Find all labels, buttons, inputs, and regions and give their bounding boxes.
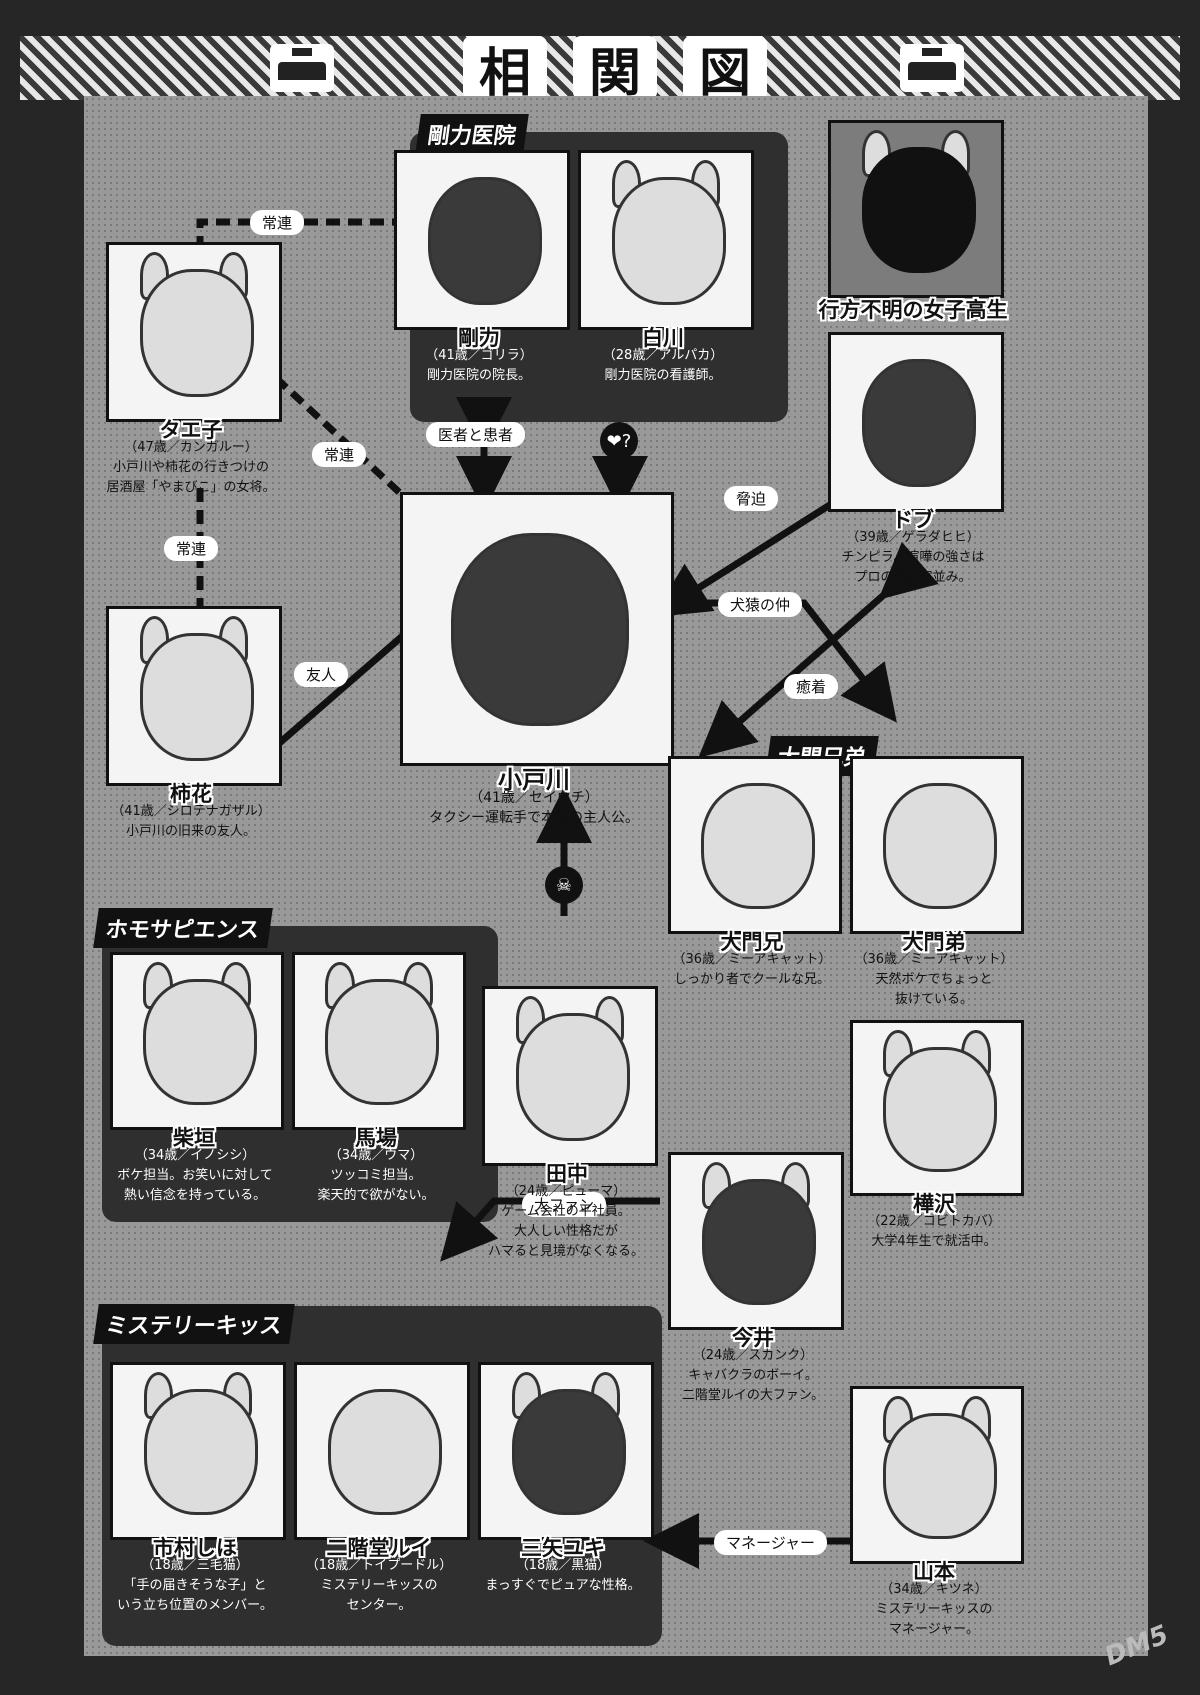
character-info-miya: （18歳／黒猫） まっすぐでピュアな性格。 bbox=[485, 1558, 641, 1593]
group-tag-goriki-clinic: 剛力医院 bbox=[415, 114, 529, 154]
title-char: 図 bbox=[683, 36, 767, 104]
taxi-icon bbox=[270, 44, 334, 92]
relation-yujin: 友人 bbox=[294, 662, 349, 687]
portrait-yamamoto bbox=[850, 1386, 1024, 1564]
line-yuchaku bbox=[698, 541, 939, 758]
character-info-tanaka: （24歳／ピューマ） ゲーム会社の平社員。 大人しい性格だが ハマると見境がなく… bbox=[487, 1184, 644, 1259]
portrait-miya bbox=[478, 1362, 654, 1540]
character-info-shibagaki: （34歳／イノシシ） ボケ担当。お笑いに対して 熱い信念を持っている。 bbox=[117, 1148, 273, 1203]
character-info-taeko: （47歳／カンガルー） 小戸川や柿花の行きつけの 居酒屋「やまびこ」の女将。 bbox=[106, 440, 276, 495]
portrait-daimon-ani bbox=[668, 756, 842, 934]
portrait-kabasawa bbox=[850, 1020, 1024, 1196]
relation-isha-kanja: 医者と患者 bbox=[426, 422, 526, 447]
character-name-nikaido: 二階堂ルイ bbox=[326, 1536, 432, 1560]
character-name-odokawa: 小戸川 bbox=[498, 766, 570, 794]
character-info-daimon-ani: （36歳／ミーアキャット） しっかり者でクールな兄。 bbox=[672, 952, 832, 987]
page-title: 相 関 図 bbox=[350, 36, 880, 104]
portrait-baba bbox=[292, 952, 466, 1130]
relation-yuchaku: 癒着 bbox=[784, 674, 839, 699]
portrait-imai bbox=[668, 1152, 844, 1330]
character-name-tanaka: 田中 bbox=[546, 1162, 588, 1186]
character-name-yamamoto: 山本 bbox=[913, 1560, 955, 1584]
character-info-baba: （34歳／ウマ） ツッコミ担当。 楽天的で欲がない。 bbox=[317, 1148, 435, 1203]
skull-icon: ☠ bbox=[545, 866, 583, 904]
portrait-odokawa bbox=[400, 492, 674, 766]
character-name-imai: 今井 bbox=[732, 1326, 774, 1350]
character-info-daimon-otouto: （36歳／ミーアキャット） 天然ボケでちょっと 抜けている。 bbox=[854, 952, 1014, 1007]
portrait-shirakawa bbox=[578, 150, 754, 330]
character-info-kabasawa: （22歳／コビトカバ） 大学4年生で就活中。 bbox=[867, 1214, 1001, 1249]
relation-daifan: 大ファン bbox=[522, 1192, 607, 1217]
character-info-ichimura: （18歳／三毛猫） 「手の届きそうな子」と いう立ち位置のメンバー。 bbox=[117, 1558, 273, 1613]
character-name-missing-girl: 行方不明の女子高生 bbox=[818, 298, 1008, 322]
relation-manager: マネージャー bbox=[714, 1530, 827, 1555]
heart-question-icon: ❤? bbox=[600, 422, 638, 460]
character-name-shibagaki: 柴垣 bbox=[173, 1126, 215, 1150]
character-info-shirakawa: （28歳／アルパカ） 剛力医院の看護師。 bbox=[602, 348, 724, 383]
portrait-kakihana bbox=[106, 606, 282, 786]
portrait-ichimura bbox=[110, 1362, 286, 1540]
title-char: 関 bbox=[573, 36, 657, 104]
character-name-ichimura: 市村しほ bbox=[153, 1536, 237, 1560]
portrait-goriki bbox=[394, 150, 570, 330]
relationship-diagram: 剛力医院 ホモサピエンス 大門兄弟 ミステリーキッス 常連 常連 常連 友人 医… bbox=[84, 96, 1148, 1656]
group-tag-mystery-kiss: ミステリーキッス bbox=[93, 1304, 295, 1344]
character-name-shirakawa: 白川 bbox=[642, 326, 684, 350]
character-name-kakihana: 柿花 bbox=[170, 782, 212, 806]
portrait-daimon-otouto bbox=[850, 756, 1024, 934]
portrait-shibagaki bbox=[110, 952, 284, 1130]
character-info-goriki: （41歳／ゴリラ） 剛力医院の院長。 bbox=[425, 348, 533, 383]
character-info-imai: （24歳／スカンク） キャバクラのボーイ。 二階堂ルイの大ファン。 bbox=[681, 1348, 825, 1403]
relation-kenen: 犬猿の仲 bbox=[718, 592, 803, 617]
portrait-taeko bbox=[106, 242, 282, 422]
character-info-kakihana: （41歳／シロテナガザル） 小戸川の旧来の友人。 bbox=[111, 804, 271, 839]
character-info-dobu: （39歳／ゲラダヒヒ） チンピラ。喧嘩の強さは プロの格闘家並み。 bbox=[841, 530, 985, 585]
portrait-tanaka bbox=[482, 986, 658, 1166]
portrait-missing-girl bbox=[828, 120, 1004, 298]
relation-joren-left: 常連 bbox=[164, 536, 219, 561]
portrait-nikaido bbox=[294, 1362, 470, 1540]
relation-joren-mid: 常連 bbox=[312, 442, 367, 467]
character-name-miya: 三矢ユキ bbox=[521, 1536, 605, 1560]
character-name-goriki: 剛力 bbox=[458, 326, 500, 350]
line-yujin bbox=[273, 623, 417, 749]
group-tag-homo-sapiens: ホモサピエンス bbox=[93, 908, 273, 948]
title-bar: 相 関 図 bbox=[20, 36, 1180, 104]
character-info-nikaido: （18歳／トイプードル） ミステリーキッスの センター。 bbox=[305, 1558, 453, 1613]
character-name-baba: 馬場 bbox=[355, 1126, 397, 1150]
title-char: 相 bbox=[463, 36, 547, 104]
character-name-dobu: ドブ bbox=[892, 508, 934, 532]
character-info-yamamoto: （34歳／キツネ） ミステリーキッスの マネージャー。 bbox=[875, 1582, 993, 1637]
taxi-icon bbox=[900, 44, 964, 92]
character-name-kabasawa: 樺沢 bbox=[913, 1192, 955, 1216]
relation-joren-top: 常連 bbox=[250, 210, 305, 235]
character-name-daimon-ani: 大門兄 bbox=[720, 930, 784, 954]
character-name-daimon-otouto: 大門弟 bbox=[902, 930, 966, 954]
relation-kyohaku: 脅迫 bbox=[724, 486, 779, 511]
portrait-dobu bbox=[828, 332, 1004, 512]
character-info-odokawa: （41歳／セイウチ） タクシー運転手で本編の主人公。 bbox=[429, 790, 639, 826]
character-name-taeko: タエ子 bbox=[159, 418, 223, 442]
